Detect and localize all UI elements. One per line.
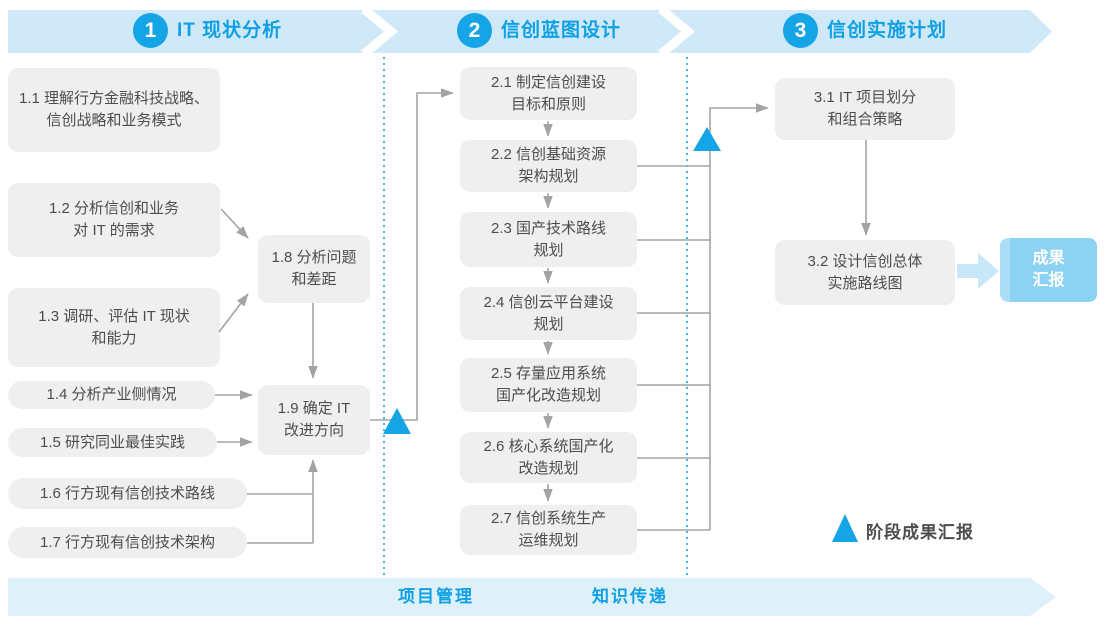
milestone-triangle-phase1-icon <box>383 408 411 434</box>
outcome-arrow-icon <box>957 253 999 289</box>
lane-label-project-management: 项目管理 <box>398 587 474 606</box>
bottom-lane-banner <box>8 578 1056 616</box>
step-box-2-4: 2.4 信创云平台建设 规划 <box>460 287 637 340</box>
phase-3-number-badge: 3 <box>783 13 818 48</box>
milestone-triangle-phase2-icon <box>693 127 721 151</box>
phase-banner <box>8 10 1052 53</box>
step-box-2-1: 2.1 制定信创建设 目标和原则 <box>460 67 637 120</box>
step-box-2-6: 2.6 核心系统国产化 改造规划 <box>460 432 637 483</box>
phase-2-number-badge: 2 <box>457 13 492 48</box>
step-box-1-2: 1.2 分析信创和业务 对 IT 的需求 <box>8 183 220 257</box>
step-box-1-7: 1.7 行方现有信创技术架构 <box>8 527 247 558</box>
step-box-1-8: 1.8 分析问题 和差距 <box>258 235 370 303</box>
step-box-2-7: 2.7 信创系统生产 运维规划 <box>460 505 637 555</box>
outcome-report-box: 成果 汇报 <box>1000 238 1097 302</box>
step-box-2-5: 2.5 存量应用系统 国产化改造规划 <box>460 358 637 412</box>
legend-triangle-icon <box>832 514 858 542</box>
phase-1-number: 1 <box>144 18 157 42</box>
legend-label: 阶段成果汇报 <box>866 523 974 542</box>
step-box-3-2: 3.2 设计信创总体 实施路线图 <box>775 240 955 305</box>
step-box-1-4: 1.4 分析产业侧情况 <box>8 381 215 409</box>
step-box-2-3: 2.3 国产技术路线 规划 <box>460 212 637 267</box>
step-box-1-1: 1.1 理解行方金融科技战略、 信创战略和业务模式 <box>8 68 220 152</box>
phase-2-number: 2 <box>468 18 481 42</box>
phase-3-title: 信创实施计划 <box>827 20 948 41</box>
phase-2-title: 信创蓝图设计 <box>501 20 622 41</box>
step-box-1-3: 1.3 调研、评估 IT 现状 和能力 <box>8 288 220 367</box>
step-box-1-6: 1.6 行方现有信创技术路线 <box>8 478 247 509</box>
step-box-2-2: 2.2 信创基础资源 架构规划 <box>460 140 637 192</box>
phase-1-number-badge: 1 <box>133 13 168 48</box>
step-box-1-5: 1.5 研究同业最佳实践 <box>8 428 217 457</box>
lane-label-knowledge-transfer: 知识传递 <box>592 587 668 606</box>
phase-1-title: IT 现状分析 <box>177 20 283 41</box>
step-box-3-1: 3.1 IT 项目划分 和组合策略 <box>775 78 955 140</box>
phase-3-number: 3 <box>794 18 807 42</box>
step-box-1-9: 1.9 确定 IT 改进方向 <box>258 385 370 455</box>
